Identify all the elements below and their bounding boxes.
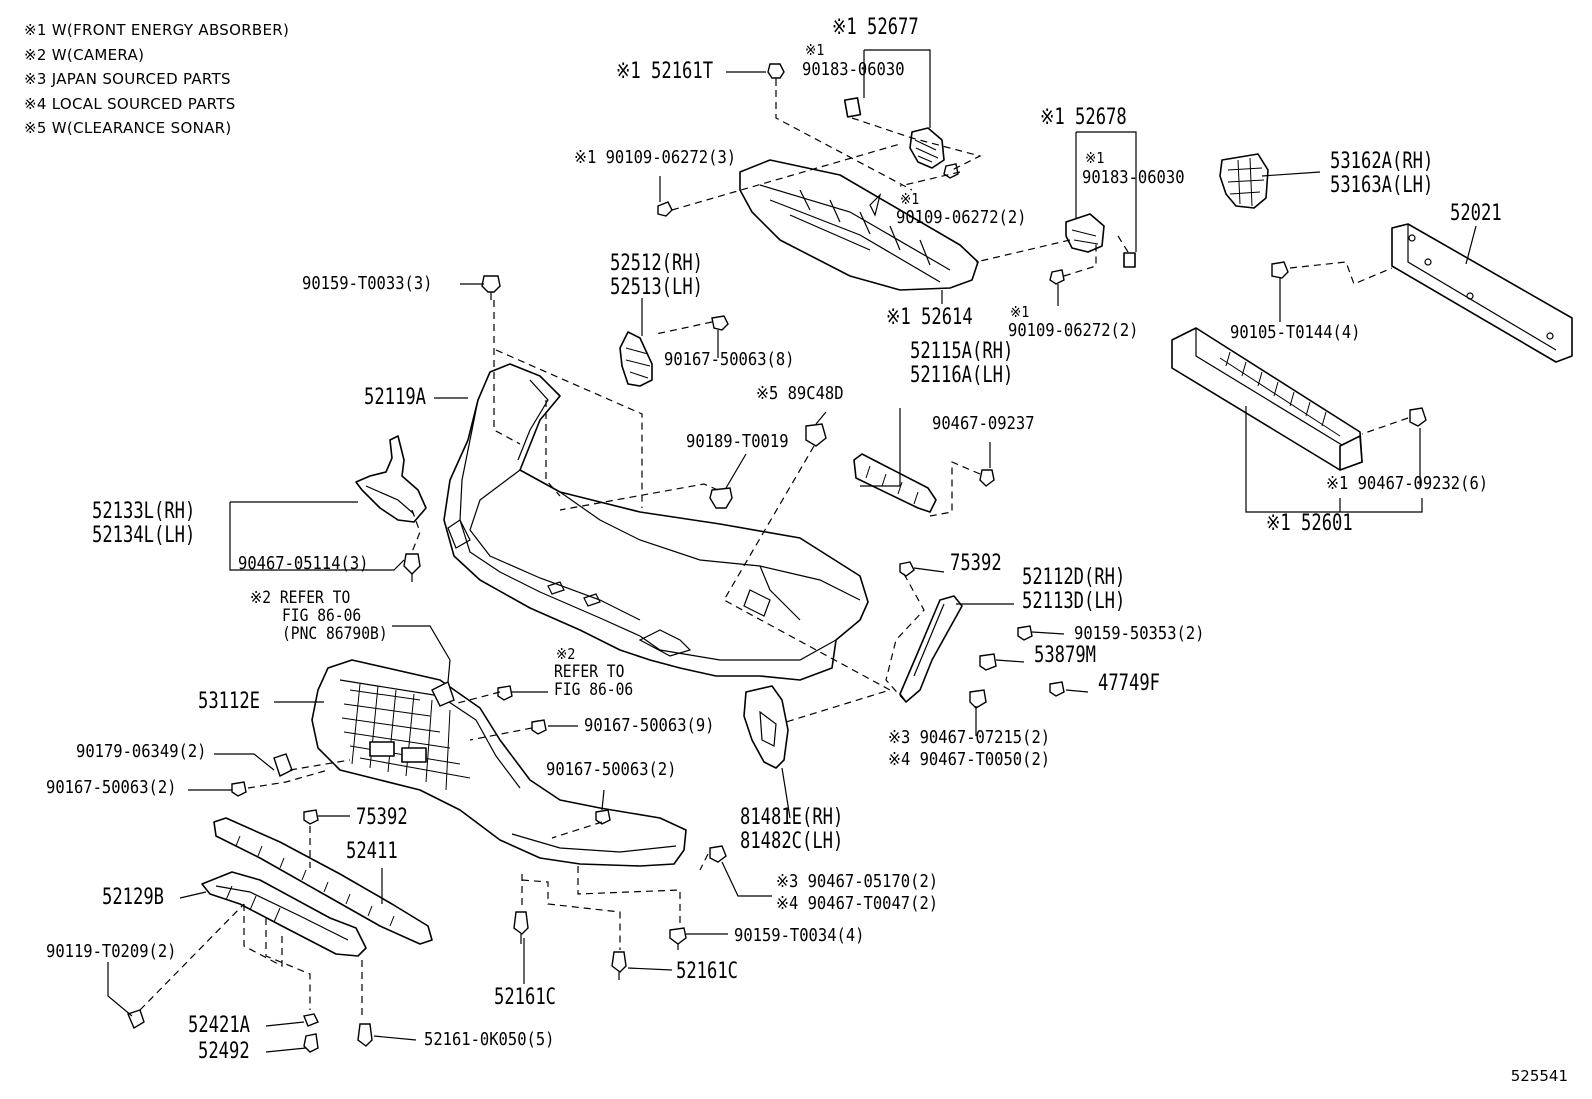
assembly-lines (139, 90, 1409, 1020)
label-90467-09237: 90467-09237 (932, 413, 1035, 434)
label-52112D: 52112D(RH) (1022, 565, 1126, 590)
label-52113D: 52113D(LH) (1022, 589, 1126, 614)
label-90109b-prefix: ※1 (900, 190, 920, 208)
label-75392-lower: 75392 (356, 805, 408, 830)
label-90167-2-center: 90167-50063(2) (546, 759, 677, 780)
notes-legend: ※1 W(FRONT ENERGY ABSORBER) ※2 W(CAMERA)… (24, 18, 289, 141)
liner-52112D (899, 595, 963, 703)
label-90167-2-left: 90167-50063(2) (46, 777, 177, 798)
label-52421A: 52421A (188, 1013, 250, 1038)
note-3: ※3 JAPAN SOURCED PARTS (24, 70, 231, 88)
label-90467-09232: ※1 90467-09232(6) (1326, 473, 1489, 494)
reinforcement-52021 (1391, 223, 1573, 363)
refer-note-1-line-3: (PNC 86790B) (282, 624, 388, 644)
label-52129B: 52129B (102, 885, 164, 910)
label-90109a: ※1 90109-06272(3) (574, 147, 737, 168)
label-52601: ※1 52601 (1266, 511, 1353, 536)
label-90183a-prefix: ※1 (805, 41, 825, 59)
label-52116A: 52116A(LH) (910, 363, 1014, 388)
label-52115A: 52115A(RH) (910, 339, 1014, 364)
refer-note-1-line-2: FIG 86-06 (282, 606, 362, 626)
note-5: ※5 W(CLEARANCE SONAR) (24, 119, 232, 137)
seal-52512 (619, 331, 653, 387)
cover-81481E (743, 685, 789, 769)
refer-note-1-line-1: ※2 REFER TO (250, 588, 351, 608)
label-52133L: 52133L(RH) (92, 499, 196, 524)
label-90167-8: 90167-50063(8) (664, 349, 795, 370)
label-90105: 90105-T0144(4) (1230, 322, 1361, 343)
label-90467-T0050: ※4 90467-T0050(2) (888, 749, 1051, 770)
label-47749F: 47749F (1098, 671, 1160, 696)
under-cover-52129B (201, 871, 367, 957)
label-52492: 52492 (198, 1039, 250, 1064)
retainer-52133L (355, 435, 427, 523)
note-4: ※4 LOCAL SOURCED PARTS (24, 94, 236, 113)
bumper-cover-52119A (443, 363, 869, 681)
label-89C48D: ※5 89C48D (756, 383, 844, 404)
leader-lines (107, 49, 1477, 1053)
label-90159-T0034: 90159-T0034(4) (734, 925, 865, 946)
label-52677: ※1 52677 (832, 15, 919, 40)
label-52021: 52021 (1450, 201, 1502, 226)
label-53112E: 53112E (198, 689, 260, 714)
label-52512: 52512(RH) (610, 251, 703, 276)
label-90183b-prefix: ※1 (1085, 149, 1105, 167)
label-90109c: 90109-06272(2) (1008, 320, 1139, 341)
label-81482C: 81482C(LH) (740, 829, 844, 854)
note-1: ※1 W(FRONT ENERGY ABSORBER) (24, 21, 290, 39)
figure-number: 525541 (1510, 1067, 1568, 1085)
note-2: ※2 W(CAMERA) (24, 45, 145, 64)
label-53879M: 53879M (1034, 643, 1096, 668)
label-90467-05170: ※3 90467-05170(2) (776, 871, 939, 892)
label-52134L: 52134L(LH) (92, 523, 196, 548)
refer-note-2-line-1: ※2 (556, 645, 576, 663)
label-52161T: ※1 52161T (616, 59, 714, 84)
label-53163A: 53163A(LH) (1330, 173, 1434, 198)
label-52119A: 52119A (364, 385, 426, 410)
label-53162A: 53162A(RH) (1330, 149, 1434, 174)
label-81481E: 81481E(RH) (740, 805, 844, 830)
label-52678: ※1 52678 (1040, 105, 1127, 130)
reinforcement-52601 (1171, 327, 1363, 471)
label-90189: 90189-T0019 (686, 431, 789, 452)
label-90467-T0047: ※4 90467-T0047(2) (776, 893, 939, 914)
label-90109c-prefix: ※1 (1010, 303, 1030, 321)
grille-53112E (311, 659, 687, 867)
label-75392-upper: 75392 (950, 551, 1002, 576)
label-90179: 90179-06349(2) (76, 741, 207, 762)
bracket-52678 (1065, 213, 1136, 268)
label-90467-07215: ※3 90467-07215(2) (888, 727, 1051, 748)
label-90167-9: 90167-50063(9) (584, 715, 715, 736)
label-52513: 52513(LH) (610, 275, 703, 300)
energy-absorber-52614 (739, 159, 979, 291)
label-90159-T0033: 90159-T0033(3) (302, 273, 433, 294)
label-90119: 90119-T0209(2) (46, 941, 177, 962)
bracket-52677 (843, 97, 945, 169)
label-52161C-right: 52161C (676, 959, 738, 984)
label-90159-50353: 90159-50353(2) (1074, 623, 1205, 644)
label-52411: 52411 (346, 839, 398, 864)
label-90183a: 90183-06030 (802, 59, 905, 80)
label-90183b: 90183-06030 (1082, 167, 1185, 188)
label-52614: ※1 52614 (886, 305, 973, 330)
label-90109b: 90109-06272(2) (896, 207, 1027, 228)
fasteners (127, 63, 1427, 1053)
strip-52411 (213, 817, 433, 945)
bracket-53162A (1219, 153, 1269, 209)
label-52161-0K050: 52161-0K050(5) (424, 1029, 555, 1050)
refer-note-2-line-3: FIG 86-06 (554, 680, 634, 700)
label-52161C-left: 52161C (494, 985, 556, 1010)
refer-note-2-line-2: REFER TO (554, 662, 625, 682)
label-90467-05114: 90467-05114(3) (238, 553, 369, 574)
retainer-52115A (853, 453, 937, 513)
